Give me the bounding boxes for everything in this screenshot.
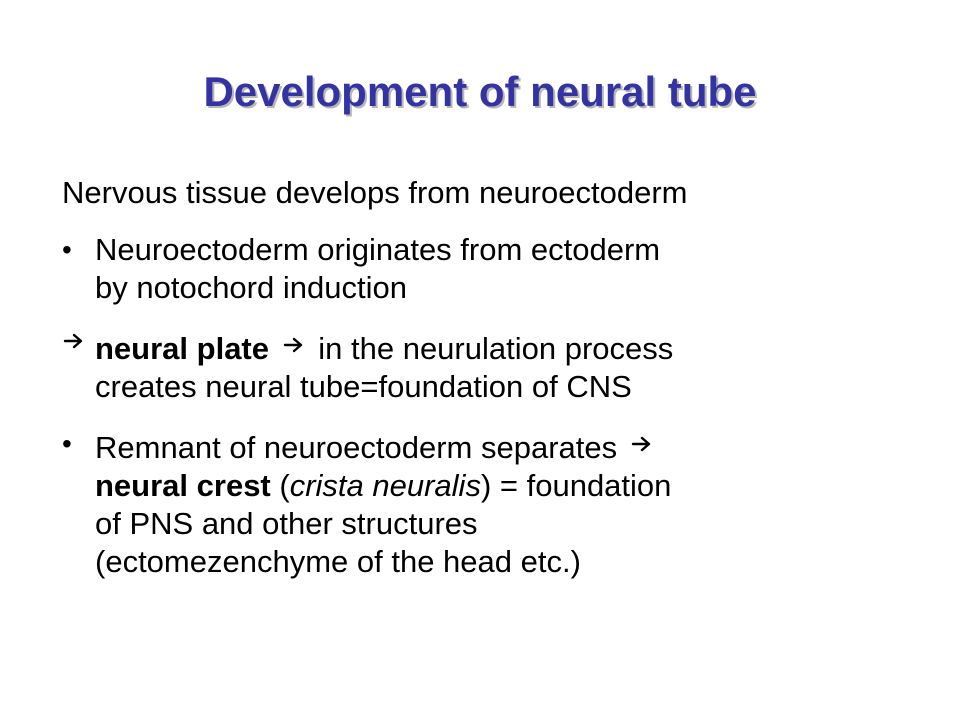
p3-line2: neural crest (crista neuralis) = foundat… <box>95 467 942 505</box>
arrow-icon <box>282 326 306 364</box>
arrow-icon-svg <box>631 436 650 452</box>
arrow-paragraph: neural plate in the neurulation process … <box>62 326 942 406</box>
p3-after-latin: ) = foundation <box>480 468 672 503</box>
intro-text: Nervous tissue develops from neuroectode… <box>62 175 688 210</box>
p2-term: neural plate <box>95 331 269 366</box>
bullet-paragraph-3: • Remnant of neuroectoderm separates neu… <box>62 425 942 581</box>
p3-line4: (ectomezenchyme of the head etc.) <box>95 544 581 579</box>
p3-term: neural crest <box>95 468 271 503</box>
p2-after-term: in the neurulation process <box>318 331 674 366</box>
arrow-icon <box>630 425 654 463</box>
p3-paren-open: ( <box>270 468 290 503</box>
arrow-icon-svg <box>283 337 302 353</box>
p2-line2: creates neural tube=foundation of CNS <box>95 369 632 404</box>
p1-line2: by notochord induction <box>95 270 407 305</box>
slide-title: Development of neural tube <box>203 68 757 115</box>
intro-paragraph: Nervous tissue develops from neuroectode… <box>62 174 942 212</box>
bullet-icon: • <box>62 234 72 265</box>
slide-body: Nervous tissue develops from neuroectode… <box>62 174 942 600</box>
arrow-icon <box>62 322 86 360</box>
arrow-icon-svg <box>63 333 83 349</box>
bullet-icon: • <box>62 428 72 459</box>
p2-line1: neural plate in the neurulation process <box>95 326 942 368</box>
p3-line1-text: Remnant of neuroectoderm separates <box>95 430 618 465</box>
p3-line1: Remnant of neuroectoderm separates <box>95 425 942 467</box>
p1-line1: Neuroectoderm originates from ectoderm <box>95 232 661 267</box>
p3-latin: crista neuralis <box>289 468 481 503</box>
bullet-paragraph-1: • Neuroectoderm originates from ectoderm… <box>62 231 942 307</box>
p3-line3: of PNS and other structures <box>95 506 478 541</box>
